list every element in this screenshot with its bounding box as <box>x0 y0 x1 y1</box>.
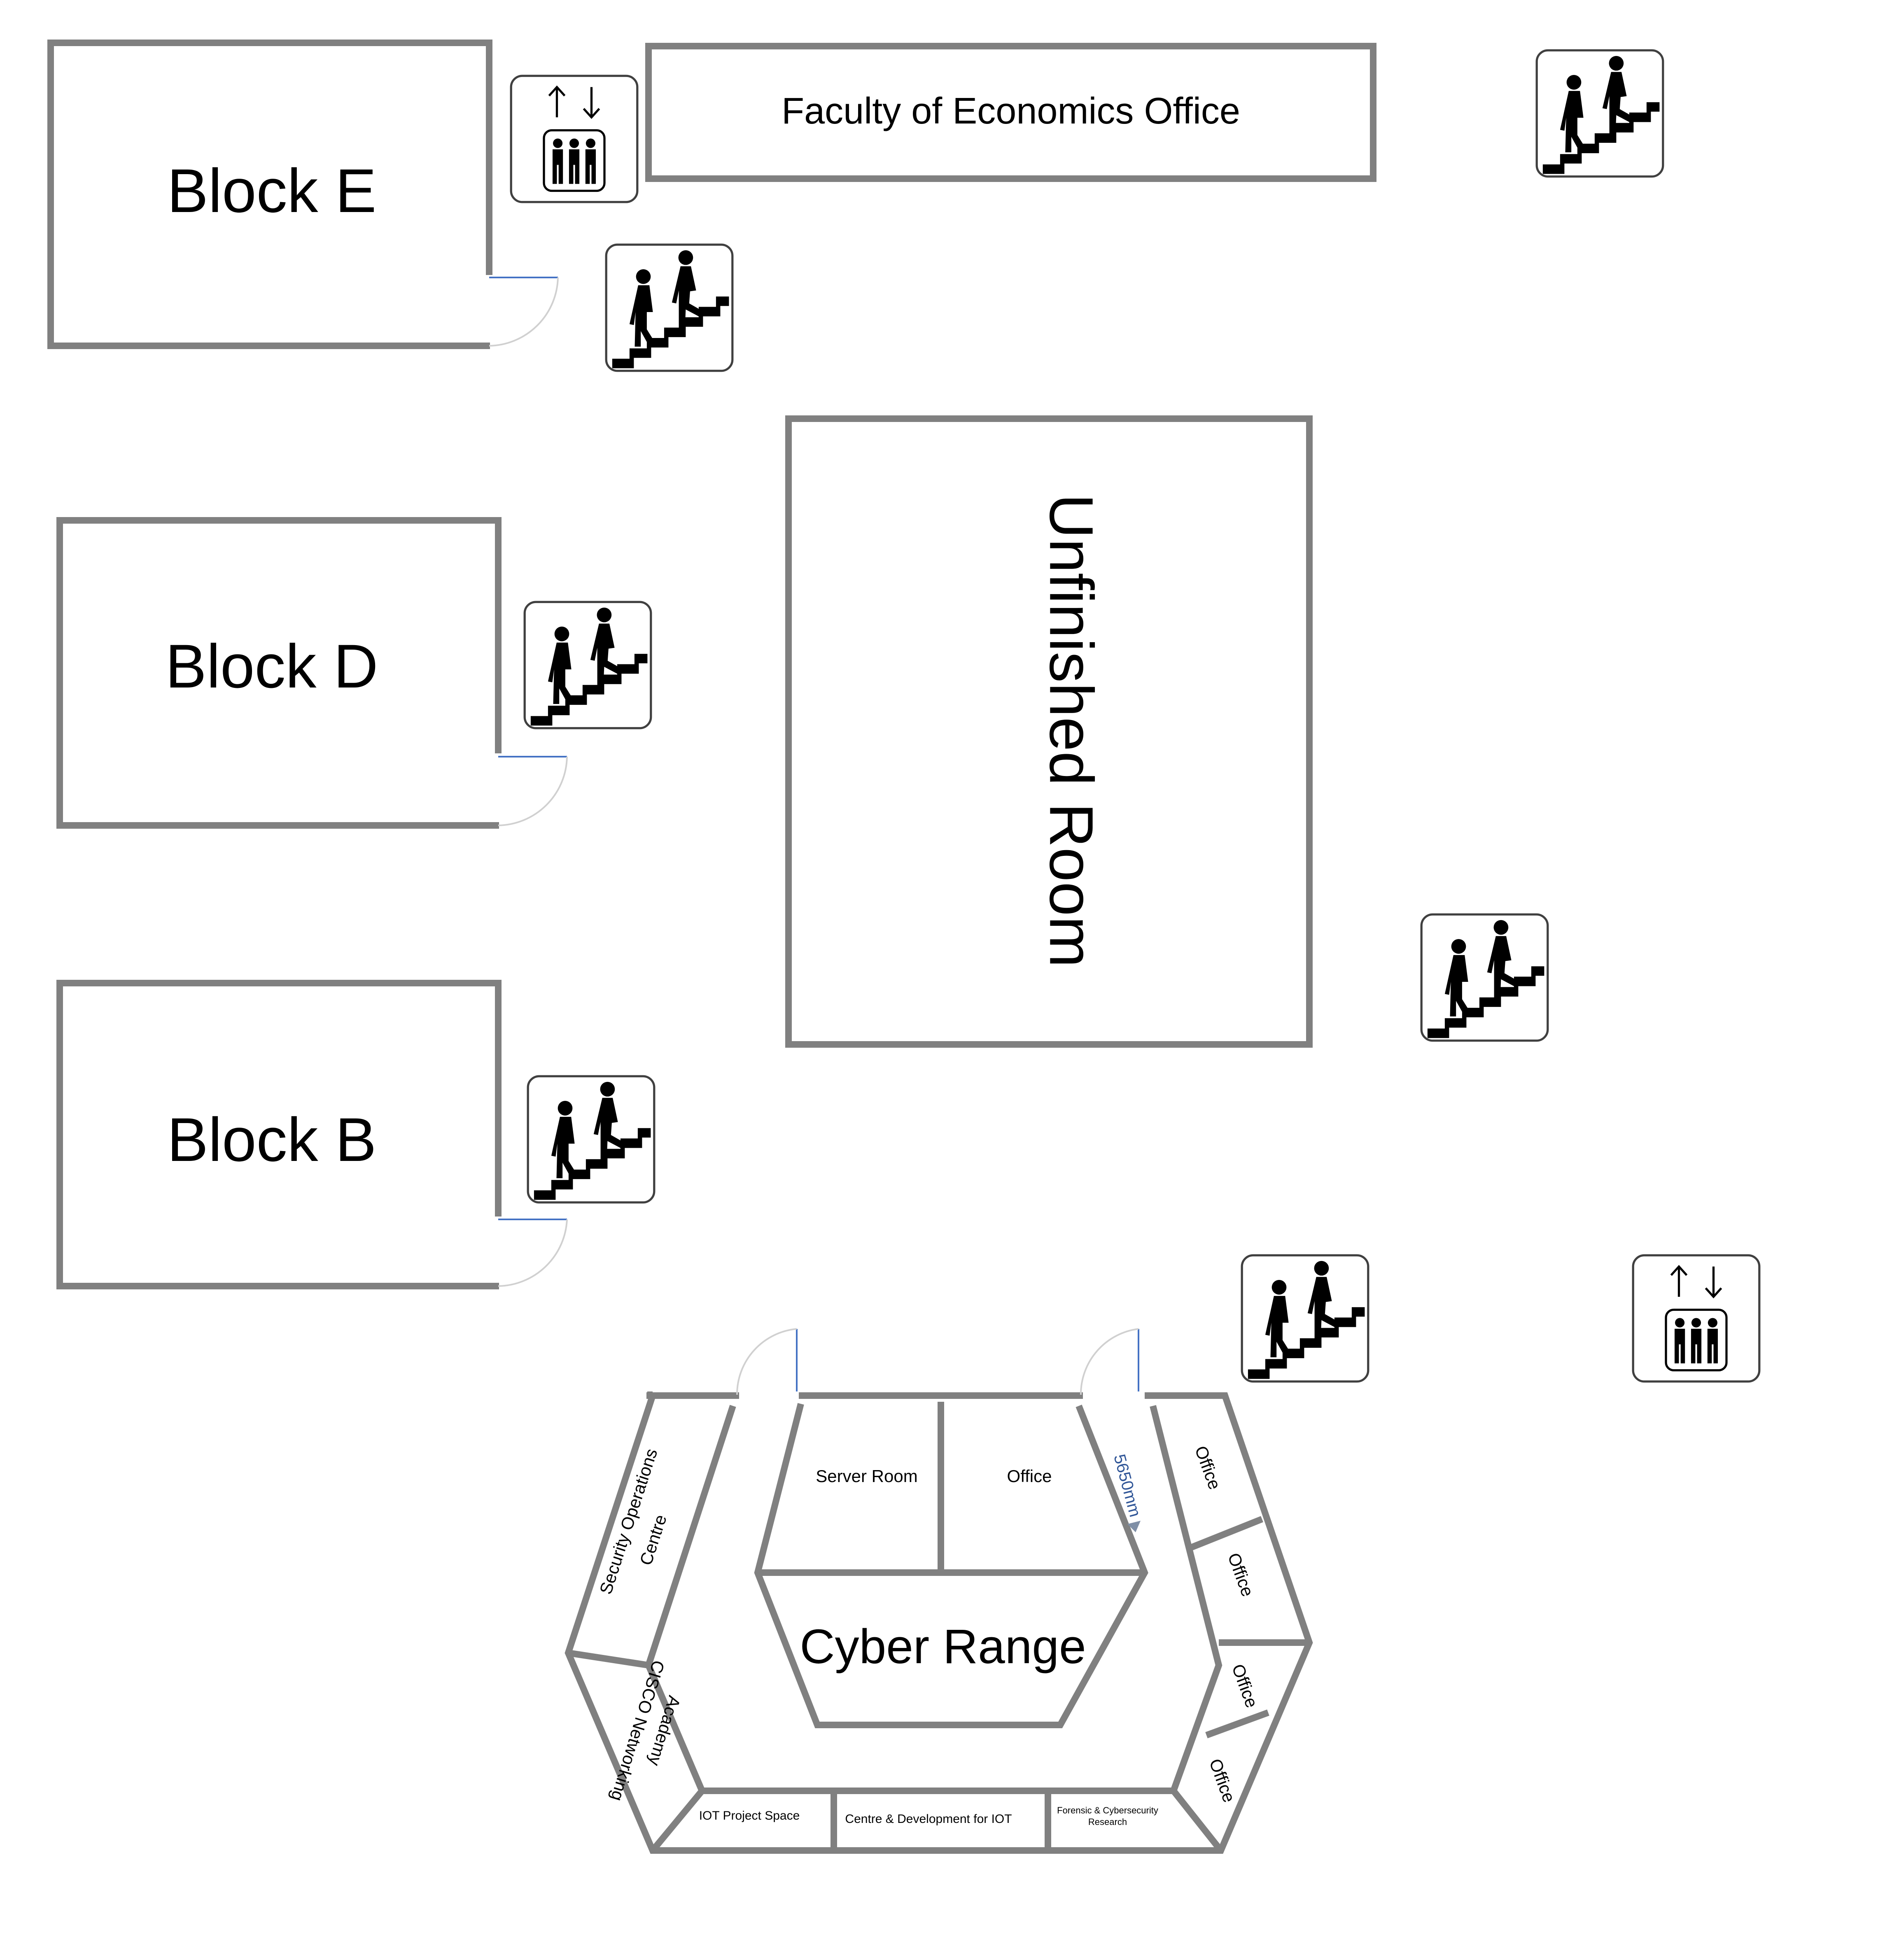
centre-iot-label: Centre & Development for IOT <box>845 1812 1012 1826</box>
block-d-label: Block D <box>166 632 378 701</box>
cyber-complex <box>565 1328 1313 1854</box>
office-center-label: Office <box>1007 1466 1052 1486</box>
stairs-icon[interactable] <box>1421 914 1548 1041</box>
room-faculty-of-economics-office[interactable]: Faculty of Economics Office <box>645 43 1376 182</box>
elevator-icon[interactable] <box>511 76 637 202</box>
office-right-1-label: Office <box>1191 1443 1225 1492</box>
dimension-label: 5650mm <box>1110 1452 1144 1519</box>
room-block-b[interactable]: Block B <box>56 980 568 1289</box>
office-right-4-label: Office <box>1206 1756 1239 1805</box>
server-room-label: Server Room <box>816 1466 917 1486</box>
forensic-label-line2: Research <box>1088 1817 1127 1827</box>
elevator-icon[interactable] <box>1633 1255 1759 1382</box>
unfinished-room-label: Unfinished Room <box>1037 494 1106 968</box>
soc-label-line2: Centre <box>636 1512 670 1567</box>
forensic-label-line1: Forensic & Cybersecurity <box>1057 1805 1158 1816</box>
stairs-icon[interactable] <box>528 1076 654 1203</box>
room-unfinished[interactable]: Unfinished Room <box>785 415 1313 1048</box>
stairs-icon[interactable] <box>1537 50 1663 177</box>
block-b-label: Block B <box>167 1105 377 1174</box>
office-right-3-label: Office <box>1228 1662 1262 1710</box>
stairs-icon[interactable] <box>1242 1255 1368 1382</box>
cyber-range-label: Cyber Range <box>800 1620 1086 1674</box>
faculty-office-label: Faculty of Economics Office <box>782 91 1240 132</box>
stairs-icon[interactable] <box>525 602 651 728</box>
dimension-arrow-icon <box>1127 1521 1141 1532</box>
office-right-2-label: Office <box>1224 1550 1257 1599</box>
room-block-d[interactable]: Block D <box>56 517 568 829</box>
iot-project-label: IOT Project Space <box>699 1809 800 1822</box>
stairs-icon[interactable] <box>606 245 733 371</box>
block-e-label: Block E <box>167 156 377 225</box>
room-block-e[interactable]: Block E <box>47 40 559 349</box>
